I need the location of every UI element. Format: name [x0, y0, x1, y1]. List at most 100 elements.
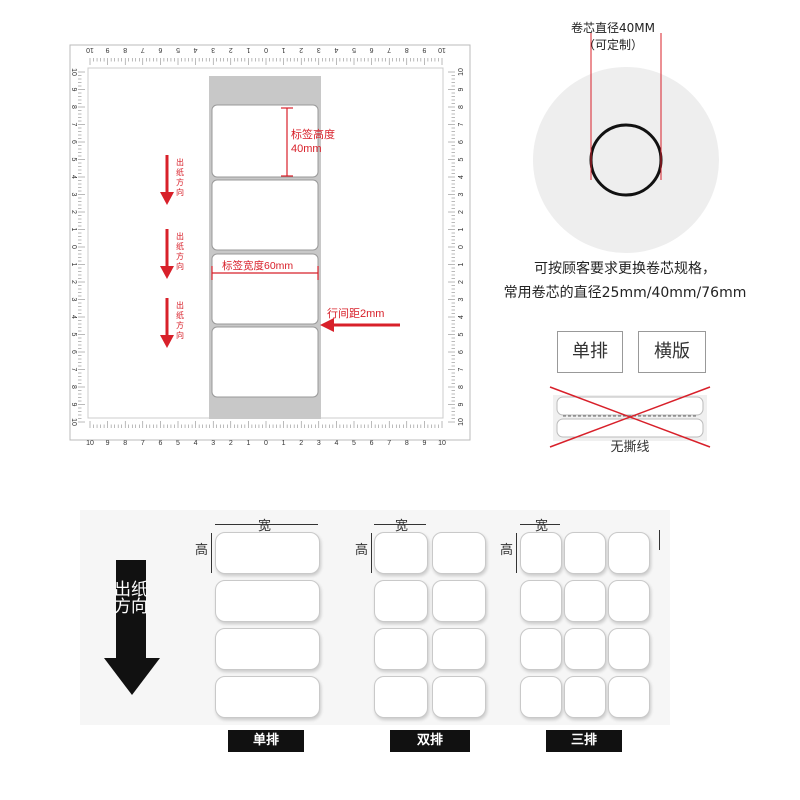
ruler-number: 5 — [458, 157, 465, 161]
triple-label-1a — [520, 532, 562, 574]
ruler-number: 4 — [334, 46, 338, 53]
ruler-number: 7 — [141, 440, 145, 447]
double-width-line — [374, 524, 426, 525]
ruler-right-ticks — [448, 71, 455, 423]
roll-core — [589, 123, 663, 197]
triple-edge-mark — [659, 530, 660, 550]
ruler-number: 10 — [458, 68, 465, 76]
ruler-number: 2 — [70, 280, 77, 284]
double-height-line — [371, 533, 372, 573]
ruler-number: 5 — [176, 46, 180, 53]
paper-direction-arrow-1 — [160, 155, 174, 205]
paper-direction-label-3: 出纸方向 — [176, 301, 184, 340]
ruler-number: 5 — [70, 333, 77, 337]
ruler-number: 6 — [70, 350, 77, 354]
cross-line-2 — [549, 386, 711, 448]
ruler-number: 2 — [458, 210, 465, 214]
ruler-number: 10 — [70, 68, 77, 76]
ruler-number: 3 — [317, 46, 321, 53]
ruler-number: 3 — [458, 297, 465, 301]
ruler-number: 10 — [70, 418, 77, 426]
double-label-3b — [432, 628, 486, 670]
triple-label-4c — [608, 676, 650, 718]
double-label-2b — [432, 580, 486, 622]
ruler-number: 8 — [405, 46, 409, 53]
triple-label-1b — [564, 532, 606, 574]
core-note-line-2: 常用卷芯的直径25mm/40mm/76mm — [503, 285, 747, 301]
ruler-number: 3 — [70, 298, 77, 302]
ruler-number: 3 — [317, 440, 321, 447]
roll-core-diameter: 卷芯直径40MM — [571, 21, 655, 35]
ruler-number: 9 — [70, 403, 77, 407]
ruler-number: 4 — [458, 315, 465, 319]
double-label-1b — [432, 532, 486, 574]
ruler-number: 6 — [158, 440, 162, 447]
double-height-label: 高 — [355, 543, 369, 558]
triple-label-2a — [520, 580, 562, 622]
double-label-2a — [374, 580, 428, 622]
double-label-4a — [374, 676, 428, 718]
ruler-number: 8 — [458, 385, 465, 389]
single-width-line — [215, 524, 318, 525]
double-label-3a — [374, 628, 428, 670]
single-width-label: 宽 — [258, 519, 272, 534]
ruler-number: 9 — [458, 402, 465, 406]
ruler-number: 9 — [458, 87, 465, 91]
ruler-number: 4 — [334, 440, 338, 447]
ruler-number: 7 — [387, 440, 391, 447]
ruler-number: 1 — [246, 46, 250, 53]
triple-label-4a — [520, 676, 562, 718]
single-label-4 — [215, 676, 320, 718]
caption-single-row: 单排 — [228, 730, 304, 752]
row-gap-text: 行间距2mm — [327, 307, 384, 320]
ruler-number: 9 — [106, 440, 110, 447]
ruler-number: 5 — [352, 440, 356, 447]
ruler-number: 8 — [458, 105, 465, 109]
ruler-number: 8 — [123, 46, 127, 53]
triple-label-3c — [608, 628, 650, 670]
ruler-number: 0 — [264, 46, 268, 53]
ruler-number: 1 — [458, 227, 465, 231]
double-width-label: 宽 — [395, 519, 409, 534]
ruler-number: 10 — [86, 46, 94, 53]
single-row-tag: 单排 — [557, 331, 623, 373]
ruler-number: 7 — [458, 122, 465, 126]
ruler-number: 1 — [282, 440, 286, 447]
ruler-number: 2 — [299, 46, 303, 53]
roll-core-customizable: （可定制） — [582, 38, 643, 52]
ruler-number: 1 — [458, 262, 465, 266]
roll-core-diagram — [533, 33, 719, 253]
single-label-2 — [215, 580, 320, 622]
triple-width-label: 宽 — [535, 519, 549, 534]
ruler-number: 0 — [70, 245, 77, 249]
ruler-number: 3 — [211, 46, 215, 53]
single-height-label: 高 — [195, 543, 209, 558]
ruler-number: 6 — [370, 440, 374, 447]
ruler-number: 6 — [158, 46, 162, 53]
ruler-number: 6 — [458, 140, 465, 144]
horizontal-tag: 横版 — [638, 331, 706, 373]
triple-label-2b — [564, 580, 606, 622]
ruler-number: 9 — [422, 46, 426, 53]
paper-direction-label-1: 出纸方向 — [176, 158, 184, 197]
ruler-number: 4 — [70, 175, 77, 179]
ruler-number: 10 — [86, 440, 94, 447]
ruler-number: 5 — [70, 158, 77, 162]
ruler-number: 1 — [282, 46, 286, 53]
ruler-number: 7 — [141, 46, 145, 53]
triple-label-2c — [608, 580, 650, 622]
ruler-number: 2 — [229, 440, 233, 447]
triple-height-label: 高 — [500, 543, 514, 558]
paper-direction-arrow-2 — [160, 229, 174, 279]
label-3 — [211, 253, 319, 325]
single-label-3 — [215, 628, 320, 670]
double-label-1a — [374, 532, 428, 574]
ruler-number: 2 — [458, 280, 465, 284]
label-height-value: 40mm — [291, 143, 322, 155]
label-2 — [211, 179, 319, 251]
triple-width-line — [520, 524, 560, 525]
ruler-number: 10 — [458, 418, 465, 426]
